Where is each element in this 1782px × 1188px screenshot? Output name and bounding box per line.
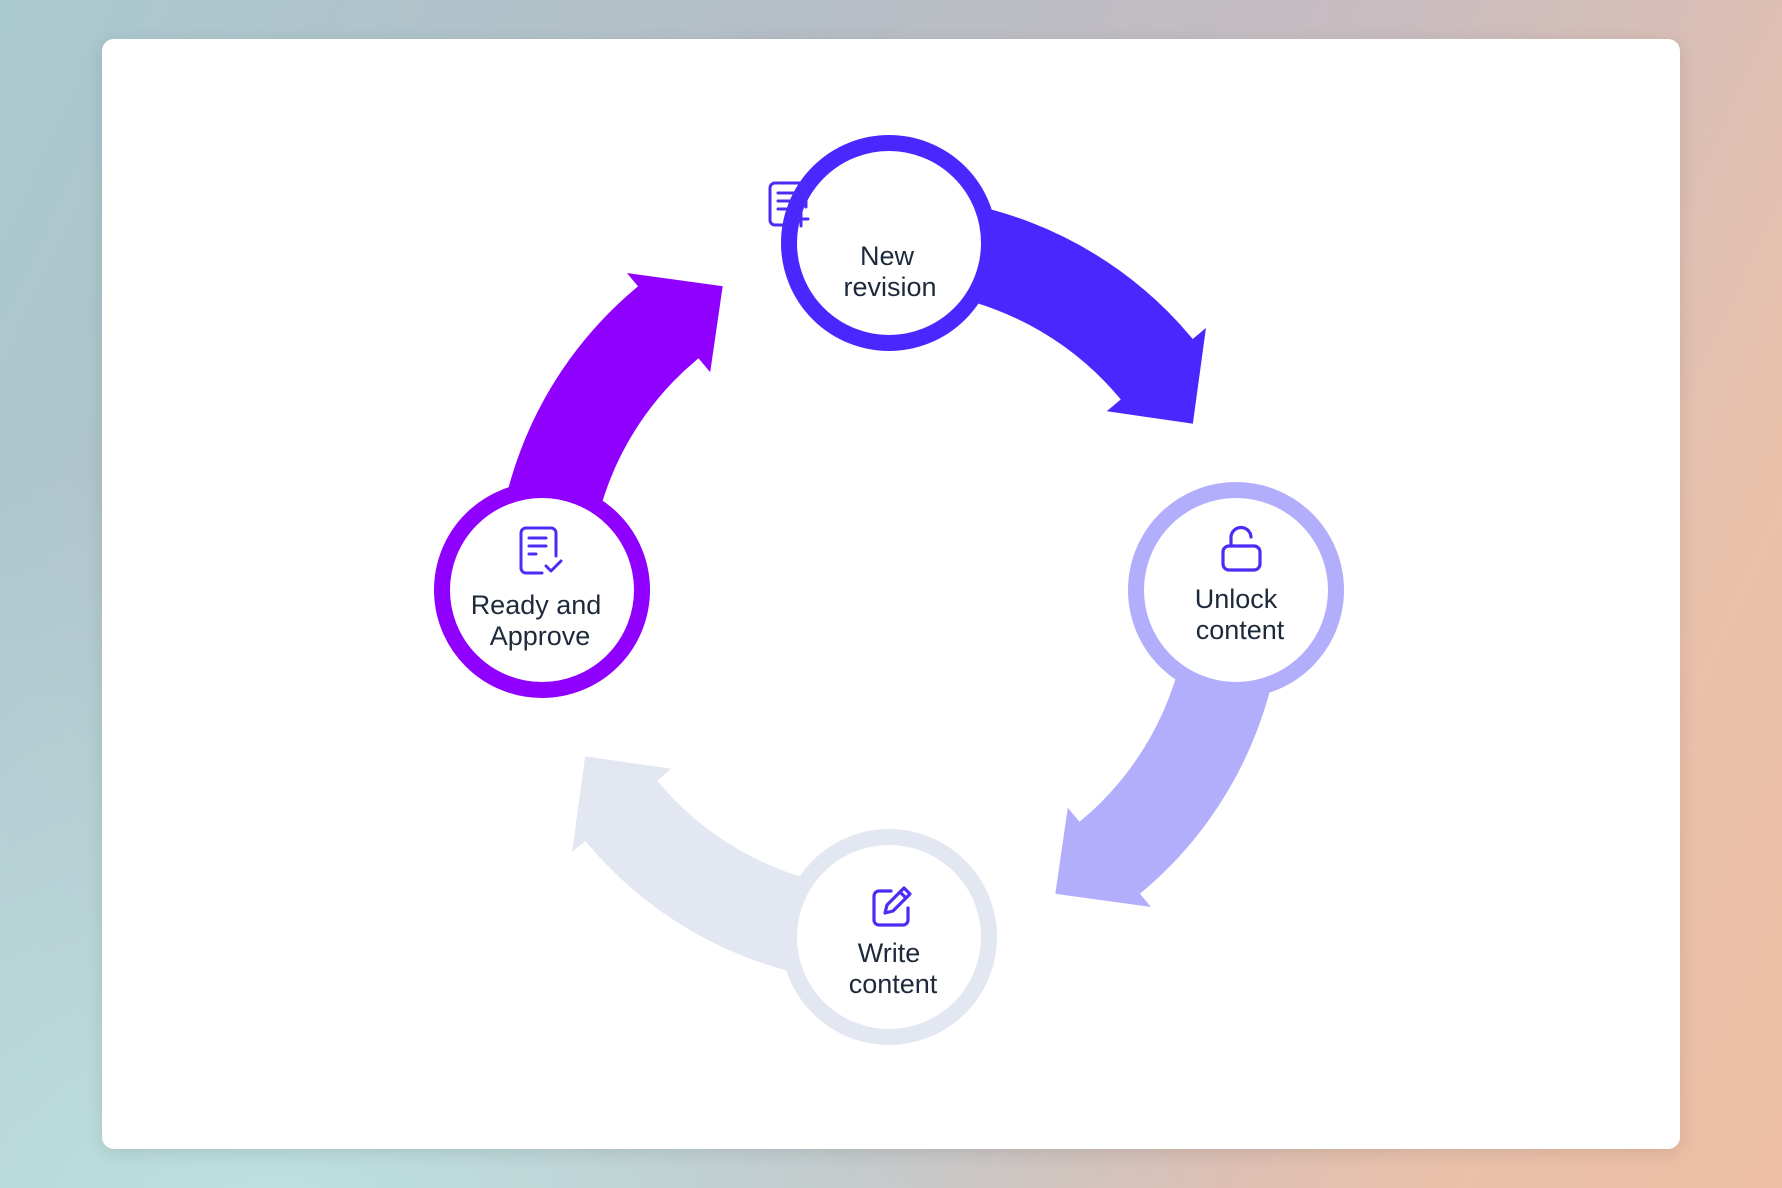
unlock-content-line2: content — [1196, 615, 1285, 645]
node-unlock-content-circle — [1128, 482, 1344, 698]
write-content-line1: Write — [858, 938, 921, 968]
node-unlock-content-label: Unlock content — [1195, 584, 1285, 645]
new-revision-line1: New — [860, 241, 915, 271]
node-write-content-label: Write content — [849, 938, 938, 999]
unlock-icon — [1221, 525, 1262, 572]
cycle-nodes — [434, 135, 1344, 1045]
cycle-diagram: New revision Unlock content Write conten… — [434, 135, 1344, 1045]
new-revision-line2: revision — [843, 272, 936, 302]
diagram-card: New revision Unlock content Write conten… — [102, 39, 1680, 1149]
node-new-revision-label: New revision — [843, 241, 936, 302]
node-ready-and-approve-label: Ready and Approve — [471, 590, 602, 651]
node-ready-and-approve-circle — [434, 482, 650, 698]
node-new-revision-circle — [781, 135, 997, 351]
node-write-content-circle — [781, 829, 997, 1045]
document-plus-icon — [768, 181, 810, 228]
document-check-icon — [519, 526, 563, 575]
ready-and-approve-line1: Ready and — [471, 590, 602, 620]
unlock-content-line1: Unlock — [1195, 584, 1278, 614]
edit-icon — [872, 886, 912, 927]
ready-and-approve-line2: Approve — [490, 621, 591, 651]
write-content-line2: content — [849, 969, 938, 999]
